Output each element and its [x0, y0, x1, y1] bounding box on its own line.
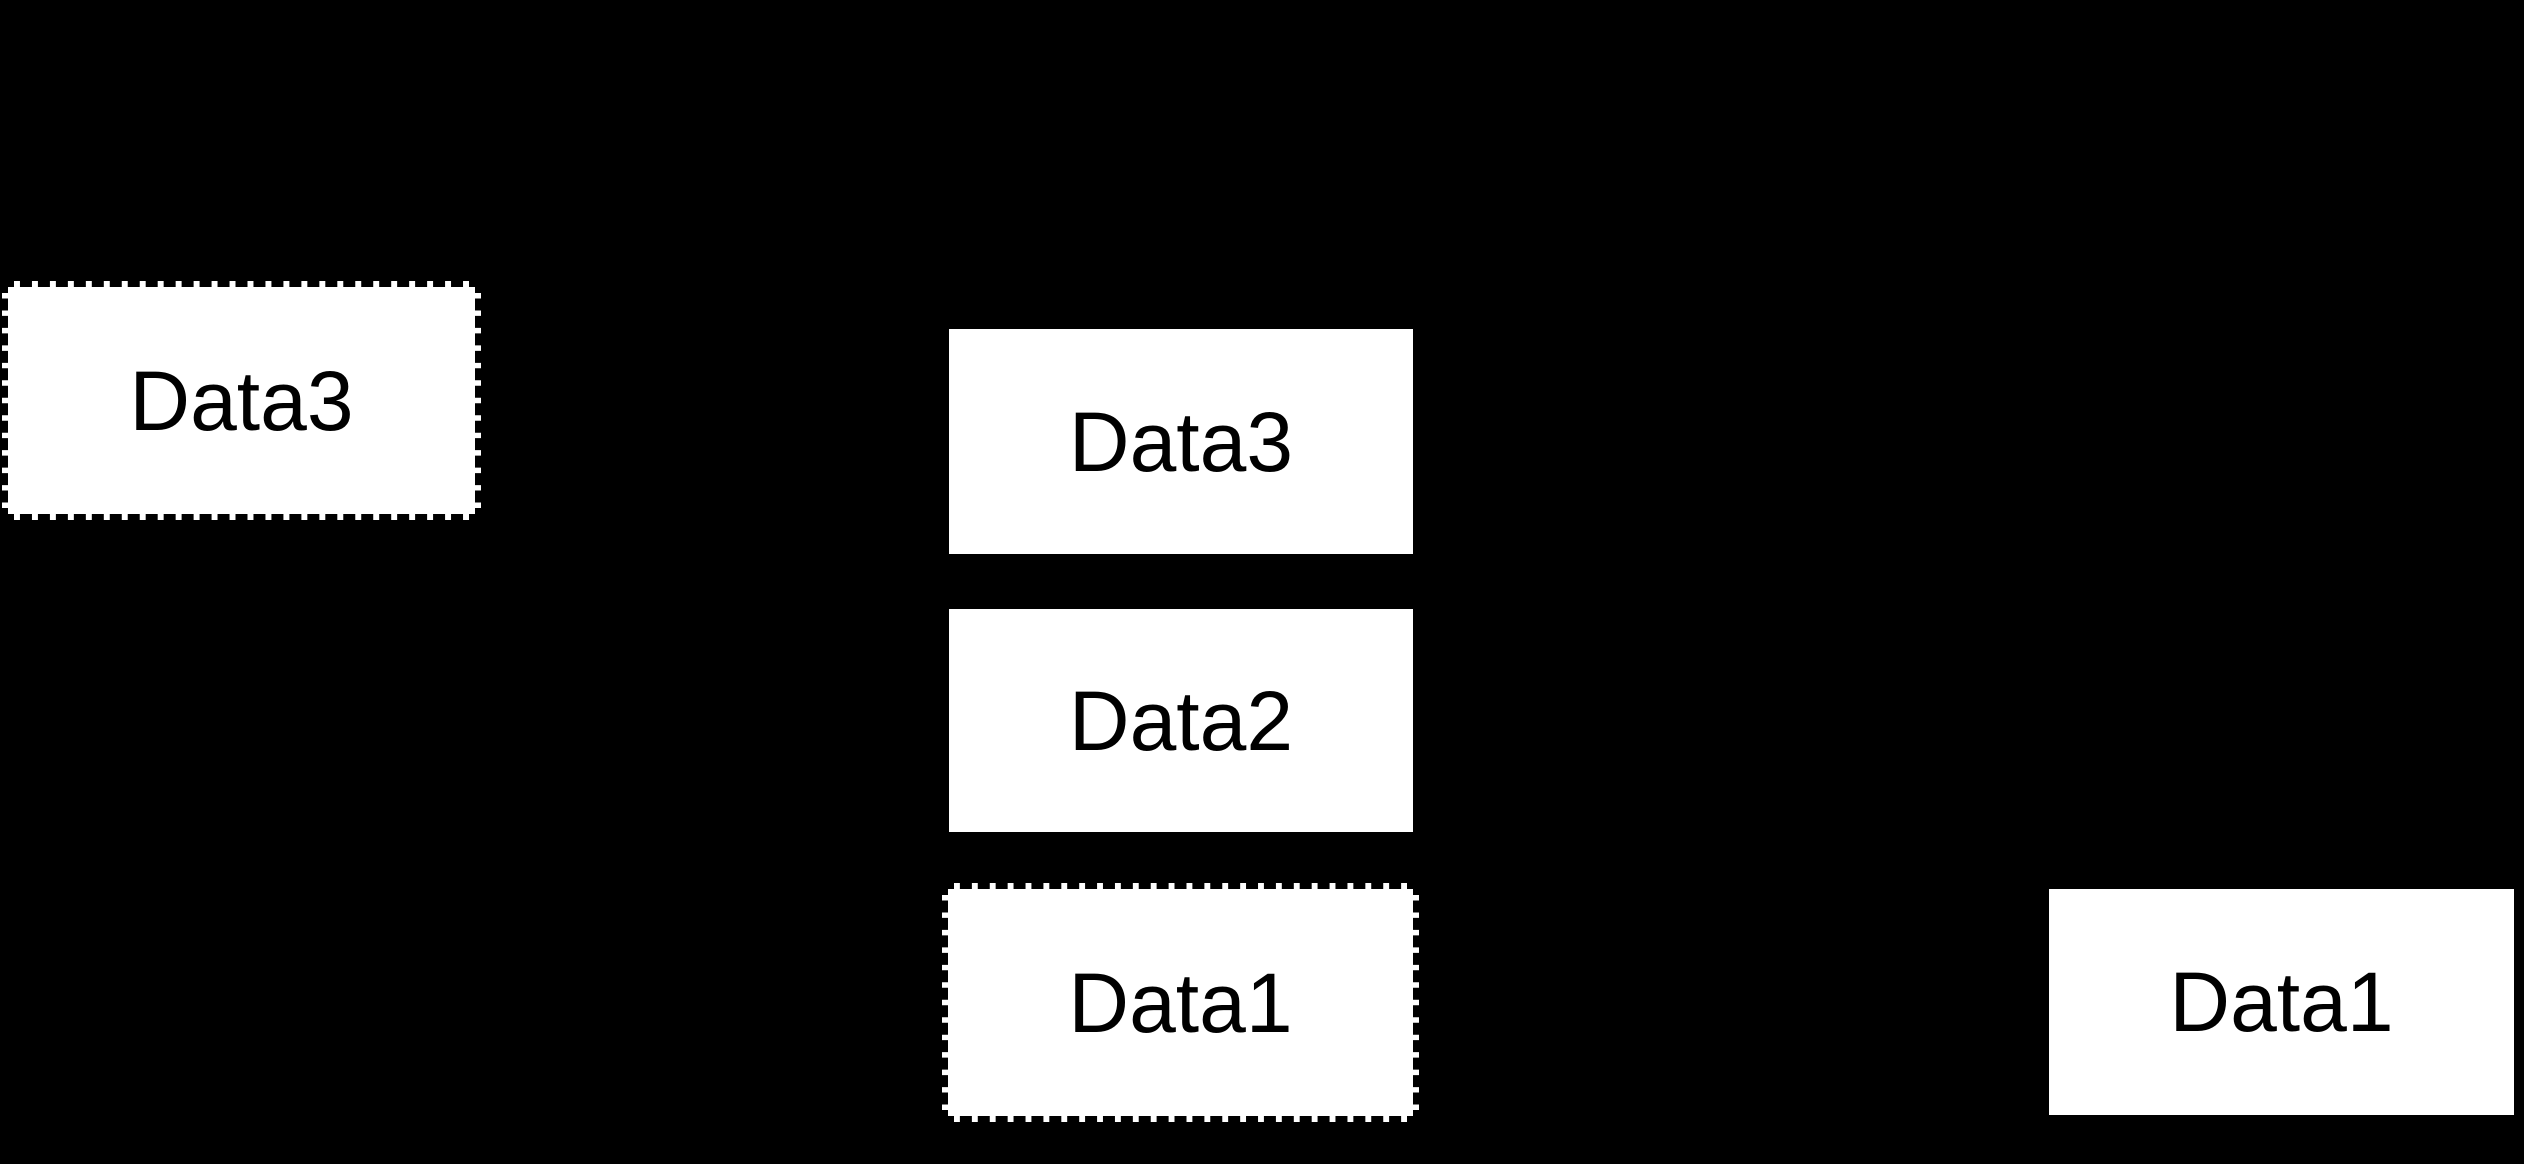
node-label: Data3 — [129, 353, 354, 448]
node-data2-solid: Data2 — [943, 603, 1419, 838]
node-label: Data1 — [1068, 955, 1293, 1050]
node-label: Data1 — [2169, 955, 2394, 1049]
node-data1-solid: Data1 — [2043, 883, 2520, 1121]
node-label: Data2 — [1068, 673, 1294, 768]
node-label: Data3 — [1068, 394, 1294, 489]
node-data3-dashed: Data3 — [2, 281, 481, 520]
node-data1-dashed: Data1 — [942, 883, 1419, 1122]
node-data3-solid: Data3 — [943, 323, 1419, 560]
